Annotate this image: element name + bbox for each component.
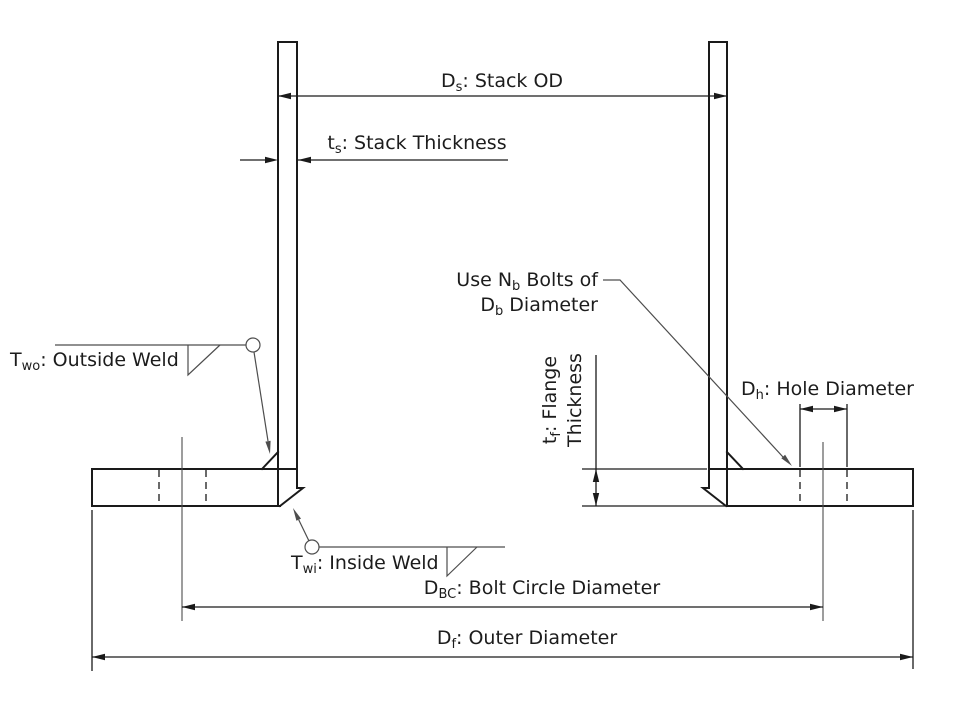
label-bolt-circle-text: : Bolt Circle Diameter [456, 577, 661, 599]
label-bolts-note-line1: Use Nb Bolts of [398, 268, 598, 293]
flange-thickness-subscript: f [549, 432, 564, 437]
extension-lines-outer [91, 510, 914, 671]
label-inside-weld-symbol: T [291, 552, 303, 574]
weld-inside-left [278, 487, 306, 508]
leader-arrowheads [265, 440, 792, 521]
label-hole-diameter-subscript: h [755, 388, 764, 403]
weld-balloons [245, 337, 320, 555]
arrow-bolt-circle-right [810, 603, 823, 611]
leader-outside-weld [253, 351, 269, 442]
bolts-note-line1-subscript: b [512, 279, 521, 294]
label-stack-thickness-subscript: s [334, 142, 342, 157]
label-stack-od-subscript: s [455, 80, 463, 95]
leader-inside-weld [298, 519, 310, 542]
arrow-stack-thickness-outer [265, 156, 278, 164]
arrow-outer-diameter-left [92, 653, 105, 661]
label-stack-od-text: : Stack OD [462, 70, 564, 92]
arrow-flange-thickness-top [592, 469, 600, 482]
arrow-hole-diameter-right [834, 405, 847, 413]
weld-outside-left [260, 450, 280, 471]
arrow-leader-inside-weld [293, 508, 301, 521]
weld-outside-right [725, 450, 745, 471]
dim-flange-thickness-line [582, 355, 725, 507]
arrow-hole-diameter-left [800, 405, 813, 413]
arrow-stack-od-left [278, 92, 291, 100]
label-bolts-note: Use Nb Bolts of Db Diameter [398, 268, 598, 318]
bolts-note-line1-post: Bolts of [520, 269, 598, 291]
label-bolt-circle-subscript: BC [438, 587, 457, 602]
label-stack-od-symbol: D [440, 70, 456, 92]
arrow-flange-thickness-bottom [592, 493, 600, 506]
label-outside-weld-subscript: wo [21, 359, 41, 374]
stack-wall-right [708, 41, 728, 507]
leader-bolts-note [603, 279, 784, 458]
label-outside-weld: Two: Outside Weld [10, 348, 179, 373]
bolts-note-line2-post: Diameter [503, 294, 598, 316]
arrow-outer-diameter-right [900, 653, 913, 661]
label-bolt-circle-symbol: D [423, 577, 439, 599]
label-flange-thickness-line1: tf: Flange [538, 340, 564, 460]
label-outside-weld-text: : Outside Weld [40, 349, 179, 371]
weld-inside-right [700, 487, 728, 508]
bolts-note-line1-pre: Use N [456, 269, 513, 291]
label-inside-weld-text: : Inside Weld [316, 552, 439, 574]
arrow-bolt-circle-left [182, 603, 195, 611]
flange-right [708, 468, 914, 507]
label-outside-weld-symbol: T [10, 349, 22, 371]
flange-left [91, 468, 298, 507]
label-outer-diameter-symbol: D [436, 627, 452, 649]
bolts-note-line2-pre: D [480, 294, 495, 316]
fillet-weld-symbol-outside [187, 344, 221, 377]
hidden-hole-lines [158, 470, 848, 505]
label-hole-diameter-text: : Hole Diameter [763, 378, 914, 400]
arrow-leader-bolts-note [781, 454, 792, 466]
label-bolt-circle-diameter: DBC: Bolt Circle Diameter [392, 576, 692, 601]
dimension-arrowheads [92, 92, 913, 661]
label-hole-diameter-symbol: D [741, 378, 756, 400]
label-outer-diameter-subscript: f [451, 637, 457, 652]
label-stack-thickness: ts: Stack Thickness [267, 131, 567, 156]
weld-balloon-inside [304, 539, 320, 555]
arrow-stack-thickness-inner [298, 156, 311, 164]
weld-callouts [55, 279, 784, 578]
part-outlines [91, 41, 914, 508]
label-outer-diameter-text: : Outer Diameter [456, 627, 618, 649]
label-bolts-note-line2: Db Diameter [398, 293, 598, 318]
bolt-centerlines [181, 437, 824, 621]
flange-thickness-text1: : Flange [539, 355, 561, 433]
flange-thickness-symbol: t [539, 436, 561, 445]
label-stack-thickness-symbol: t [327, 132, 335, 154]
arrow-stack-od-right [714, 92, 727, 100]
label-inside-weld-subscript: wi [302, 562, 317, 577]
label-hole-diameter: Dh: Hole Diameter [741, 377, 914, 402]
fillet-weld-symbol-inside [446, 546, 478, 578]
bolts-note-line2-subscript: b [494, 304, 504, 319]
arrow-leader-outside-weld [265, 440, 271, 454]
label-flange-thickness: tf: Flange Thickness [538, 340, 588, 460]
weld-balloon-outside [245, 337, 261, 353]
label-flange-thickness-line2: Thickness [564, 353, 586, 447]
label-outer-diameter: Df: Outer Diameter [377, 626, 677, 651]
stack-wall-left [277, 41, 298, 507]
label-stack-thickness-text: : Stack Thickness [341, 132, 507, 154]
label-inside-weld: Twi: Inside Weld [291, 551, 439, 576]
label-stack-od: Ds: Stack OD [352, 69, 652, 94]
